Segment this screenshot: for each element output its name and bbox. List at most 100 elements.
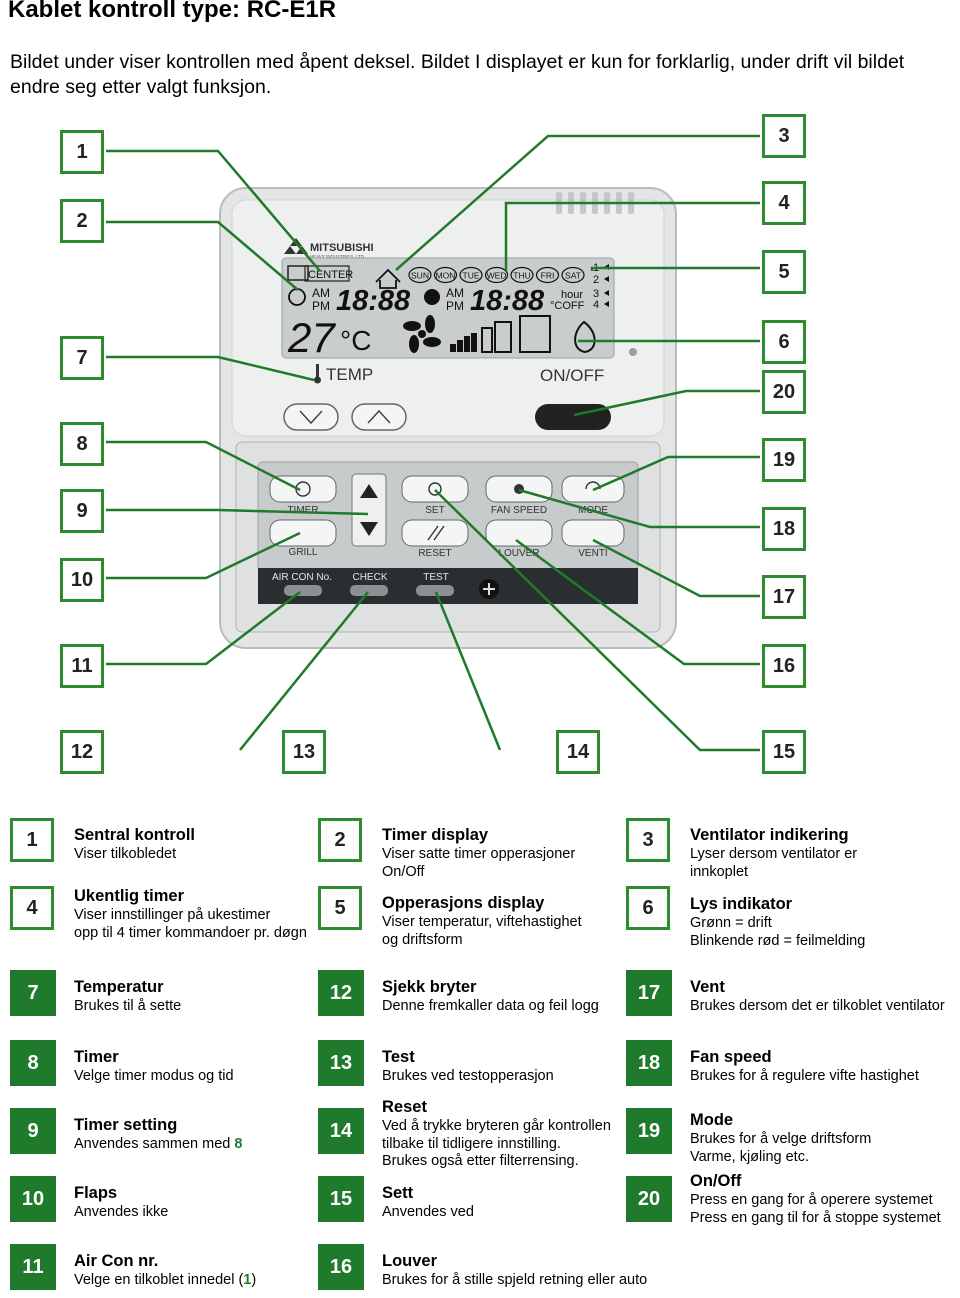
day-tue: TUE — [463, 271, 480, 281]
callout-16: 16 — [762, 644, 806, 688]
callout-4: 4 — [762, 181, 806, 225]
day-wed: WED — [487, 271, 507, 281]
legend-badge-8: 8 — [10, 1040, 56, 1086]
temperature-value: 27 — [287, 314, 336, 361]
timer-down-button[interactable] — [360, 522, 378, 536]
check-label: CHECK — [352, 572, 387, 583]
am-label-2: AM — [446, 286, 464, 300]
callout-18: 18 — [762, 507, 806, 551]
svg-text:GRILL: GRILL — [289, 547, 318, 558]
day-fri: FRI — [541, 271, 555, 281]
legend-badge-18: 18 — [626, 1040, 672, 1086]
legend-title-7: Temperatur — [74, 978, 164, 996]
fan-speed-bars-icon — [450, 333, 477, 352]
legend-title-4: Ukentlig timer — [74, 887, 185, 905]
timer-slot-3: 3 — [593, 288, 599, 300]
legend-desc-16: Brukes for å stille spjeld retning eller… — [382, 1272, 648, 1288]
legend-desc-5: Viser temperatur, viftehastighet og drif… — [382, 914, 582, 948]
legend-title-2: Timer display — [382, 826, 489, 844]
legend-desc-14: Ved å trykke bryteren går kontrollen til… — [382, 1118, 611, 1169]
svg-text:VENTI: VENTI — [578, 548, 607, 559]
legend-badge-4: 4 — [10, 886, 54, 930]
legend-title-3: Ventilator indikering — [690, 826, 849, 844]
callout-1: 1 — [60, 130, 104, 174]
temp-down-button[interactable] — [283, 403, 339, 431]
legend-badge-2: 2 — [318, 818, 362, 862]
timer-set-rocker — [351, 473, 387, 547]
legend-desc-4: Viser innstillinger på ukestimer opp til… — [74, 907, 307, 941]
central-control-icon — [287, 265, 309, 281]
pm-label-2: PM — [446, 299, 464, 313]
legend-desc-6: Grønn = drift Blinkende rød = feilmeldin… — [690, 915, 866, 949]
legend-title-12: Sjekk bryter — [382, 978, 477, 996]
callout-11: 11 — [60, 644, 104, 688]
check-button[interactable] — [350, 585, 388, 596]
legend-desc-13: Brukes ved testopperasjon — [382, 1068, 554, 1084]
legend-badge-5: 5 — [318, 886, 362, 930]
test-label: TEST — [423, 572, 449, 583]
legend-badge-19: 19 — [626, 1108, 672, 1154]
legend-desc-15: Anvendes ved — [382, 1204, 474, 1220]
legend-title-9: Timer setting — [74, 1116, 178, 1134]
legend-title-15: Sett — [382, 1184, 414, 1202]
callout-6: 6 — [762, 320, 806, 364]
temperature-unit: °C — [340, 325, 371, 356]
venti-button[interactable]: VENTI — [561, 519, 625, 559]
day-sat-ring — [561, 266, 585, 284]
temp-up-button[interactable] — [351, 403, 407, 431]
legend-title-5: Opperasjons display — [382, 894, 545, 912]
center-label: CENTER — [308, 269, 353, 281]
legend-badge-12: 12 — [318, 970, 364, 1016]
callout-19: 19 — [762, 438, 806, 482]
controller-diagram: MITSUBISHI HEAVY INDUSTRIES, LTD. CENTER… — [106, 134, 760, 752]
louver-button[interactable]: LOUVER — [485, 519, 553, 559]
center-indicator: CENTER — [287, 265, 353, 282]
callout-3: 3 — [762, 114, 806, 158]
drop-icon — [574, 320, 596, 354]
legend-desc-9: Anvendes sammen med 8 — [74, 1136, 243, 1152]
legend-title-1: Sentral kontroll — [74, 826, 196, 844]
slot-arrow-icon — [604, 276, 609, 282]
test-button[interactable] — [416, 585, 454, 596]
callout-17: 17 — [762, 575, 806, 619]
legend-title-19: Mode — [690, 1111, 734, 1129]
day-mon-ring — [433, 266, 458, 284]
callout-13: 13 — [282, 730, 326, 774]
svg-text:SET: SET — [425, 505, 444, 516]
legend-desc-1: Viser tilkobledet — [74, 846, 177, 862]
aircon-button[interactable] — [284, 585, 322, 596]
am-label: AM — [312, 286, 330, 300]
day-sun: SUN — [411, 271, 429, 281]
onoff-button[interactable] — [535, 404, 611, 430]
timer-slot-4: 4 — [593, 299, 599, 311]
time-display-2: 18:88 — [470, 285, 545, 317]
reset-button[interactable]: RESET — [401, 519, 469, 559]
callout-7: 7 — [60, 336, 104, 380]
legend-desc-8: Velge timer modus og tid — [74, 1068, 234, 1084]
page-title: Kablet kontroll type: RC-E1R — [8, 0, 337, 23]
legend-badge-13: 13 — [318, 1040, 364, 1086]
timer-slot-2: 2 — [593, 274, 599, 286]
timer-up-button[interactable] — [360, 484, 378, 498]
intro-text: Bildet under viser kontrollen med åpent … — [10, 51, 905, 98]
leader-lines — [106, 134, 760, 752]
callout-10: 10 — [60, 558, 104, 602]
day-wed-ring — [484, 266, 509, 284]
hour-label: hour — [561, 289, 583, 301]
legend-title-18: Fan speed — [690, 1048, 772, 1066]
svg-text:RESET: RESET — [418, 548, 451, 559]
legend-desc-17: Brukes dersom det er tilkoblet ventilato… — [690, 998, 945, 1014]
callout-15: 15 — [762, 730, 806, 774]
legend-badge-17: 17 — [626, 970, 672, 1016]
set-button[interactable]: SET — [401, 475, 469, 516]
lcd-display — [281, 257, 615, 359]
legend-badge-3: 3 — [626, 818, 670, 862]
aircon-label: AIR CON No. — [272, 572, 332, 583]
pm-label: PM — [312, 299, 330, 313]
svg-text:LOUVER: LOUVER — [498, 548, 539, 559]
legend-desc-19: Brukes for å velge driftsform Varme, kjø… — [690, 1131, 872, 1165]
legend-badge-14: 14 — [318, 1108, 364, 1154]
day-sat: SAT — [565, 271, 581, 281]
day-thu-ring — [510, 266, 534, 284]
coff-label: °COFF — [550, 300, 585, 312]
